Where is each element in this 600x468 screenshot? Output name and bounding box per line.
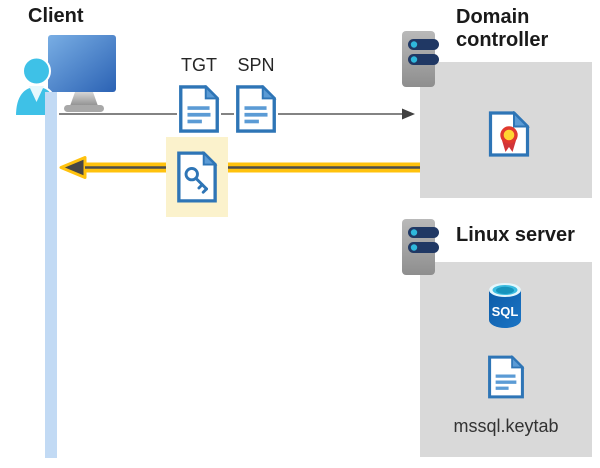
monitor-icon xyxy=(48,35,116,92)
sql-database-icon: SQL xyxy=(489,283,521,328)
key-ticket-icon xyxy=(177,151,218,203)
sql-icon-text: SQL xyxy=(492,304,519,319)
spn-ticket-icon xyxy=(234,85,278,133)
linux-server-label: Linux server xyxy=(456,224,575,246)
key-icon xyxy=(184,166,208,194)
client-timeline-bar xyxy=(45,92,57,458)
domain-controller-label: Domain controller xyxy=(456,6,549,51)
request-arrow xyxy=(59,108,415,120)
response-arrowhead xyxy=(59,156,87,179)
request-arrowhead xyxy=(402,108,415,120)
tgt-ticket-icon xyxy=(177,85,221,133)
document-icon xyxy=(179,85,220,133)
person-collar xyxy=(29,86,44,102)
certificate-seal xyxy=(500,126,518,144)
keytab-filename-label: mssql.keytab xyxy=(453,416,559,436)
person-head xyxy=(22,56,51,86)
spn-label: SPN xyxy=(237,55,275,75)
response-arrow xyxy=(59,156,420,179)
keytab-file-icon xyxy=(488,355,525,399)
linux-server-icon xyxy=(402,219,439,275)
document-icon xyxy=(236,85,277,133)
domain-controller-server-icon xyxy=(402,31,439,87)
ticket-highlight xyxy=(166,137,228,217)
tgt-label: TGT xyxy=(181,55,217,75)
monitor-base xyxy=(64,105,104,112)
monitor-stand xyxy=(70,92,98,106)
certificate-icon xyxy=(488,111,530,157)
client-computer-user-icon xyxy=(13,35,116,116)
client-label: Client xyxy=(28,5,84,27)
